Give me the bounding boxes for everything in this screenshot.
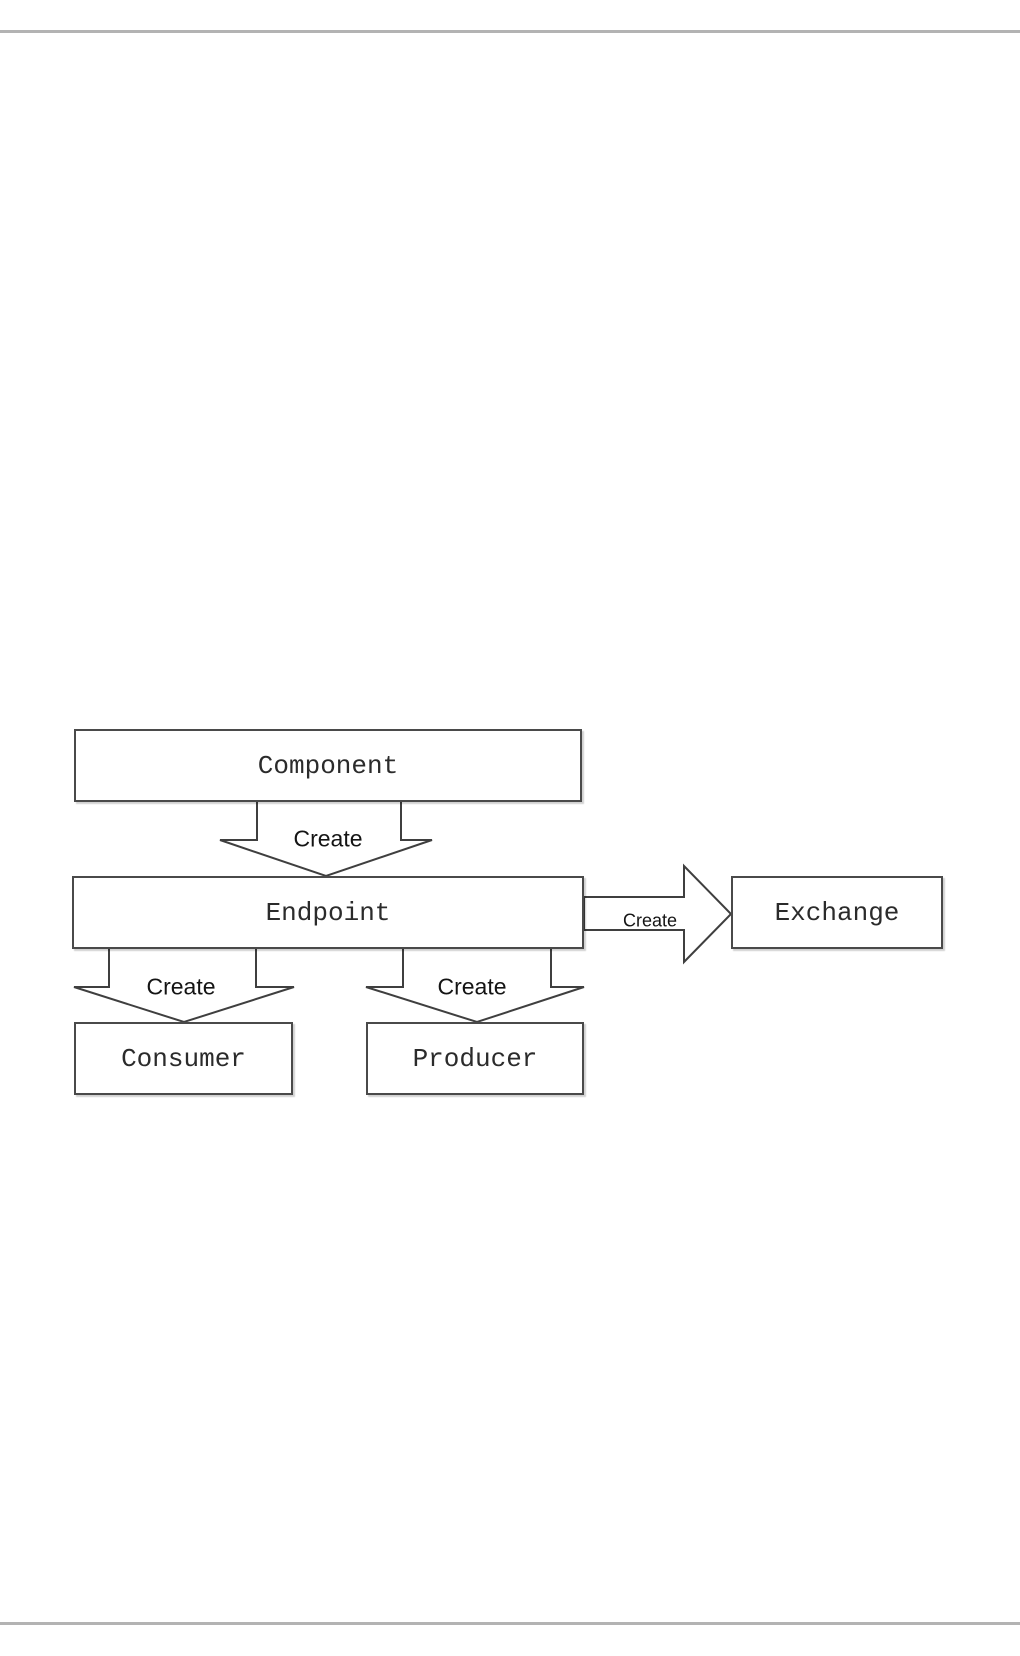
edge-label-create-endpoint-exchange: Create (622, 910, 678, 931)
edge-label-create-endpoint-producer: Create (437, 973, 507, 1000)
node-consumer: Consumer (74, 1022, 293, 1095)
node-producer: Producer (366, 1022, 584, 1095)
edge-label-create-component-endpoint: Create (293, 825, 363, 852)
page-bottom-rule (0, 1622, 1020, 1625)
edge-label-create-endpoint-consumer: Create (146, 973, 216, 1000)
page-top-rule (0, 30, 1020, 33)
node-component: Component (74, 729, 582, 802)
node-endpoint: Endpoint (72, 876, 584, 949)
node-exchange: Exchange (731, 876, 943, 949)
